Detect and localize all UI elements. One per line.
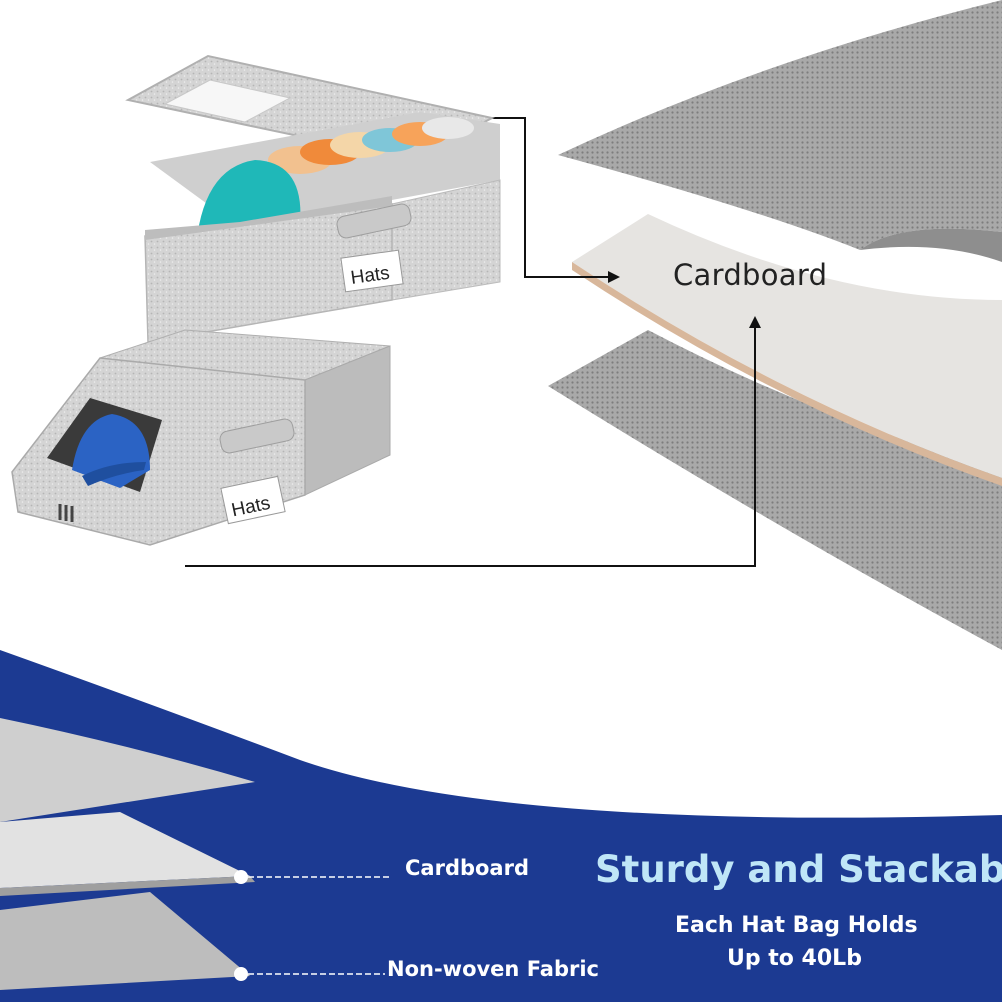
arrow-head-up xyxy=(749,316,761,328)
layers-cross-section xyxy=(0,718,255,990)
capacity-line-2: Up to 40Lb xyxy=(727,946,862,971)
pointer-dot-2 xyxy=(234,967,248,981)
cardboard-callout: Cardboard xyxy=(673,258,828,292)
connector-lines xyxy=(185,117,756,567)
lid-window xyxy=(163,79,292,123)
vent-slits xyxy=(58,504,74,522)
navy-banner xyxy=(0,650,1002,1002)
connector-top xyxy=(478,117,612,278)
fabric-top-curl xyxy=(860,228,1002,262)
connector-bottom xyxy=(185,326,756,567)
stacked-caps xyxy=(268,117,474,174)
pointer-dot-1 xyxy=(234,870,248,884)
top-storage-bin: Hats xyxy=(125,54,501,343)
section-fabric-top xyxy=(0,718,255,822)
cardboard-layer xyxy=(572,214,1002,478)
fabric-layer-top xyxy=(558,0,1002,250)
section-fabric-bottom xyxy=(0,892,250,990)
section-cardboard xyxy=(0,812,250,888)
material-layers-closeup xyxy=(548,0,1002,650)
bottom-storage-bin: Hats xyxy=(11,329,391,546)
layer-pointers xyxy=(234,870,390,981)
layer-label-fabric: Non-woven Fabric xyxy=(387,957,600,981)
cardboard-edge xyxy=(572,262,1002,486)
layer-label-cardboard: Cardboard xyxy=(405,856,529,880)
fabric-layer-bottom xyxy=(548,330,1002,650)
top-bin-label: Hats xyxy=(340,249,404,293)
capacity-line-1: Each Hat Bag Holds xyxy=(675,913,918,938)
arrow-head-right xyxy=(608,271,620,283)
headline: Sturdy and Stackable xyxy=(595,848,1002,891)
